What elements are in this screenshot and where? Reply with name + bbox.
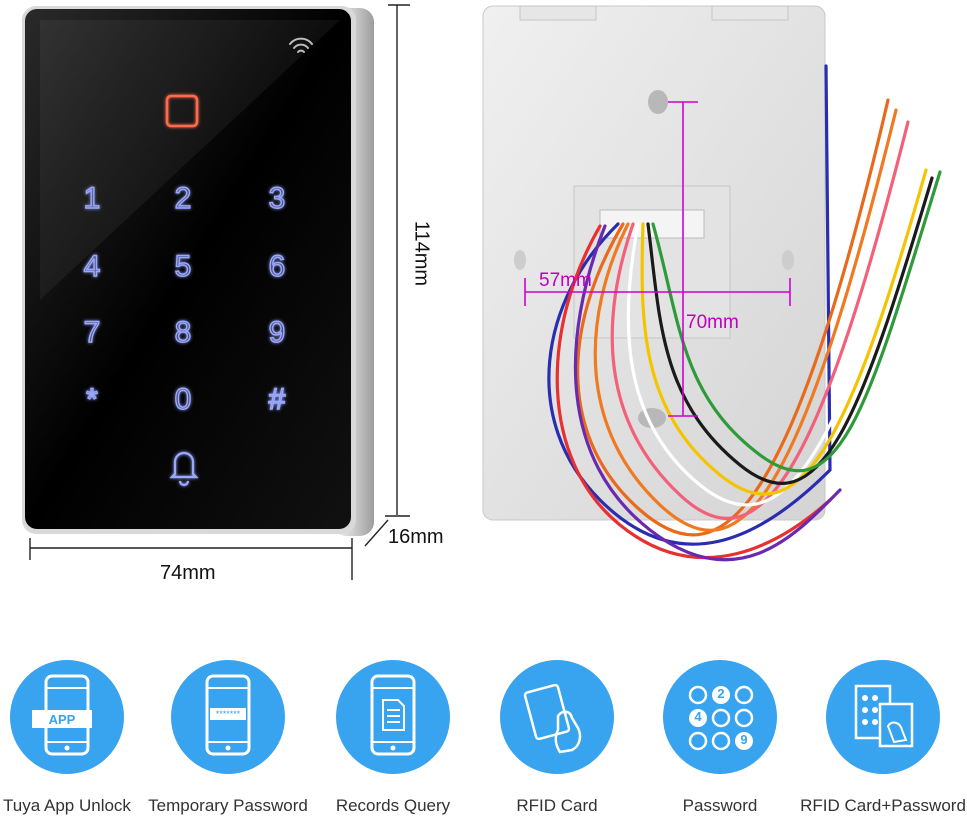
wifi-icon [289,37,313,53]
key-3: 3 [269,182,286,215]
depth-dimension-label: 16mm [388,526,444,548]
phone-password-icon: ******* [171,660,285,774]
key-7: 7 [84,316,101,349]
height-dimension-label: 114mm [410,220,433,287]
key-1: 1 [84,182,101,215]
key-4: 4 [84,250,101,283]
feature-password: 2 4 9 Password [645,660,795,820]
key-2: 2 [175,182,192,215]
phone-records-icon [336,660,450,774]
feature-label: RFID Card+Password [800,796,966,815]
feature-tuya-app: APP Tuya App Unlock [0,660,142,820]
key-5: 5 [175,250,192,283]
keypad-password-icon: 2 4 9 [663,660,777,774]
feature-rfid-card: RFID Card [482,660,632,820]
key-8: 8 [175,316,192,349]
phone-app-icon: APP [10,660,124,774]
feature-records-query: Records Query [318,660,468,820]
key-0: 0 [175,383,192,416]
feature-label: RFID Card [516,796,598,815]
feature-rfid-card-password: RFID Card+Password [800,660,966,820]
keypad-keys: 1 2 3 4 5 6 7 8 9 * 0 # [83,181,286,416]
card-plus-password-icon [826,660,940,774]
hole-vertical-label: 70mm [686,312,739,333]
digit-four: 4 [694,709,702,724]
product-illustration: 1 2 3 4 5 6 7 8 9 * 0 # [22,4,942,580]
hole-horizontal-label: 57mm [539,270,592,291]
rfid-card-icon [500,660,614,774]
dimension-lines-back [524,101,791,417]
dimension-lines-front [29,4,410,580]
wires [547,64,942,562]
width-dimension-label: 74mm [160,562,216,584]
bell-icon [169,451,199,487]
key-star: * [86,383,98,416]
feature-label: Password [682,796,758,815]
key-6: 6 [269,250,286,283]
feature-label: Records Query [335,796,451,815]
key-9: 9 [269,316,286,349]
feature-temporary-password: ******* Temporary Password [148,660,308,820]
rfid-reader-icon [165,94,199,128]
password-badge: ******* [215,709,241,719]
digit-two: 2 [717,686,725,701]
feature-label: Temporary Password [148,796,308,815]
keypad-front: 1 2 3 4 5 6 7 8 9 * 0 # [22,6,374,536]
app-badge: APP [48,712,76,727]
digit-nine: 9 [740,732,748,747]
key-hash: # [269,383,286,416]
feature-label: Tuya App Unlock [3,796,131,815]
